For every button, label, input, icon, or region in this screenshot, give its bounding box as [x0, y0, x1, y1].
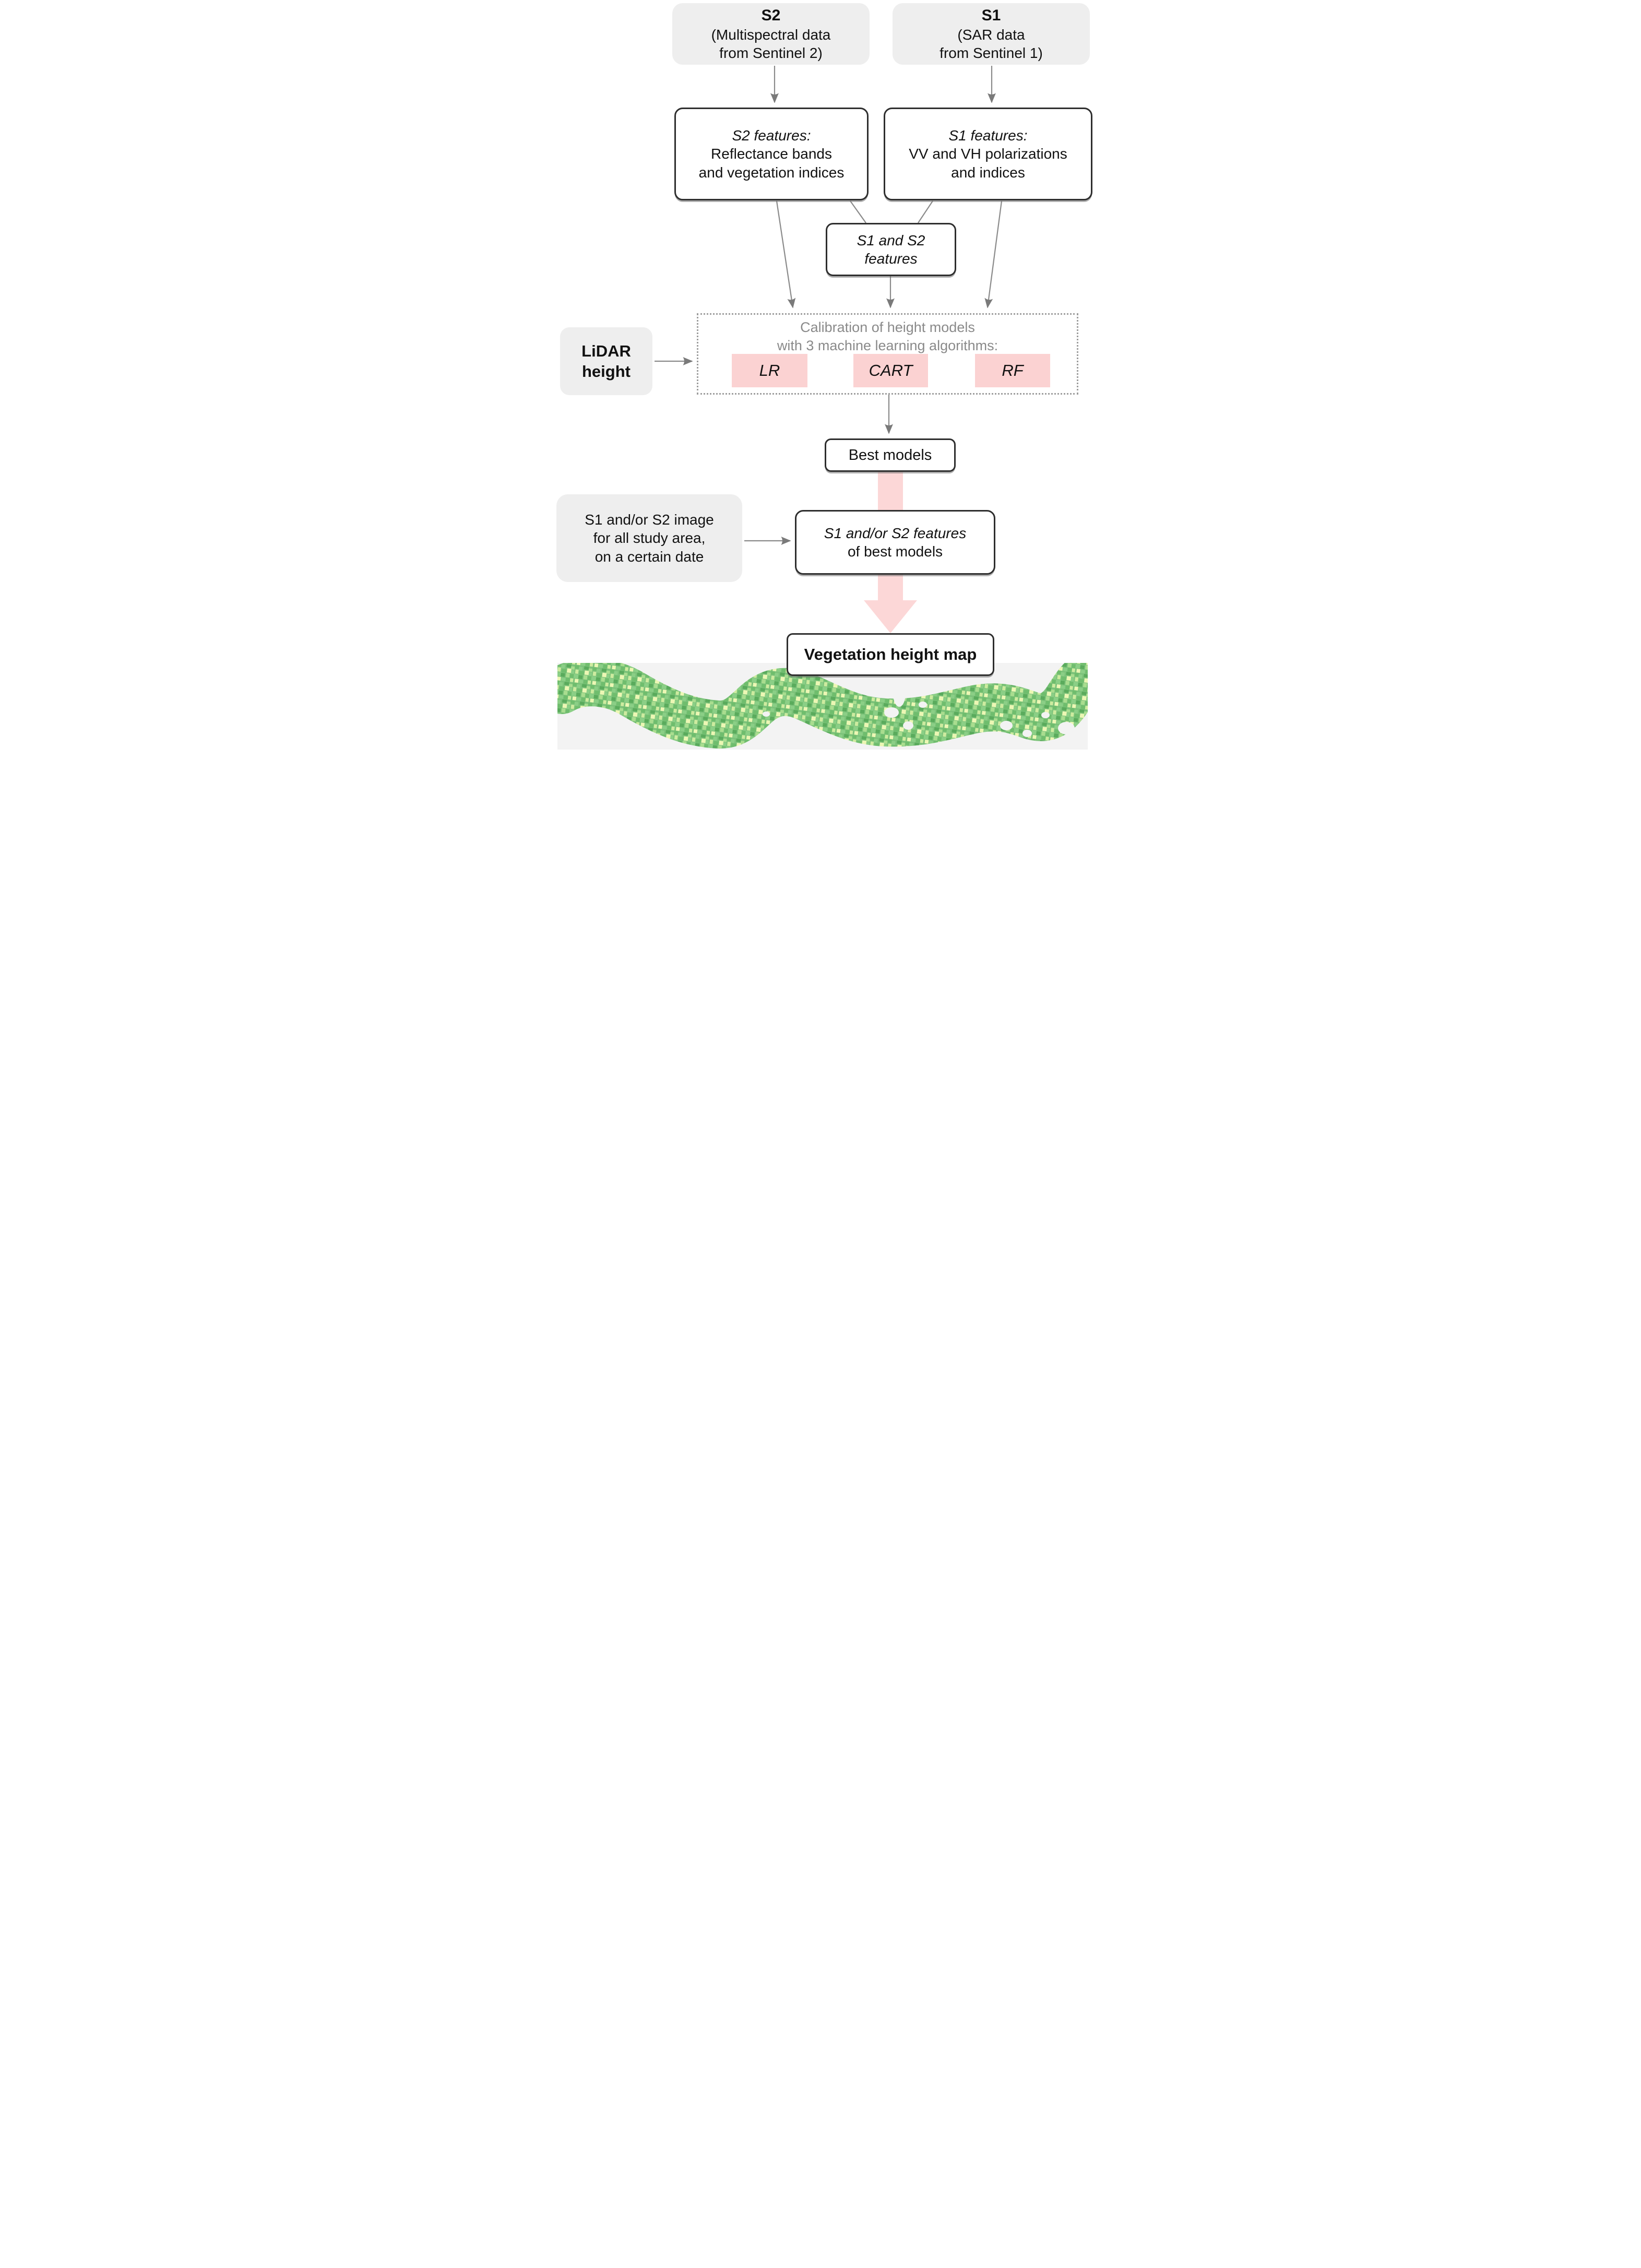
algorithm-box-lr: LR	[732, 354, 807, 387]
s1s2-features-line: S1 and S2	[857, 232, 925, 248]
apply-input-line: for all study area,	[593, 530, 706, 547]
s1-source-box: S1 (SAR data from Sentinel 1)	[893, 3, 1090, 65]
s1-source-line: (SAR data	[957, 26, 1025, 43]
apply-features-line: of best models	[847, 543, 943, 560]
apply-input-box: S1 and/or S2 image for all study area, o…	[556, 494, 742, 582]
algorithm-label: CART	[869, 361, 913, 379]
connector-s1features-to-s1s2	[918, 200, 933, 223]
calibration-line: Calibration of height models	[800, 319, 975, 335]
output-label: Vegetation height map	[804, 645, 977, 664]
connector-s2features-to-calibration	[776, 200, 796, 308]
calibration-text: Calibration of height models with 3 mach…	[702, 319, 1073, 354]
s2-features-line: Reflectance bands	[711, 146, 832, 162]
s2-features-box: S2 features: Reflectance bands and veget…	[674, 108, 869, 200]
connector-s1features-to-calibration	[984, 200, 1003, 308]
s1-source-line: from Sentinel 1)	[940, 44, 1043, 61]
map-unmapped-gaps	[763, 680, 1075, 737]
s2-source-line: (Multispectral data	[711, 26, 831, 43]
lidar-height-box: LiDAR height	[560, 327, 652, 395]
apply-input-line: S1 and/or S2 image	[585, 512, 714, 528]
s2-source-title: S2	[761, 6, 781, 24]
s2-features-line: and vegetation indices	[698, 164, 845, 181]
s2-source-box: S2 (Multispectral data from Sentinel 2)	[672, 3, 870, 65]
calibration-box	[697, 313, 1078, 395]
flow-diagram: S2 (Multispectral data from Sentinel 2) …	[547, 0, 1094, 756]
lidar-line: LiDAR	[581, 341, 631, 360]
s1-features-line: and indices	[951, 164, 1025, 181]
s2-features-title: S2 features:	[732, 127, 811, 144]
lidar-line: height	[582, 362, 631, 381]
calibration-line: with 3 machine learning algorithms:	[777, 338, 998, 353]
s1s2-features-line: features	[864, 251, 918, 267]
s1-features-line: VV and VH polarizations	[909, 146, 1067, 162]
apply-input-line: on a certain date	[594, 548, 704, 565]
algorithm-label: RF	[1002, 361, 1024, 379]
s1-source-title: S1	[981, 6, 1001, 24]
connector-s2features-to-s1s2	[850, 200, 866, 223]
s1-features-box: S1 features: VV and VH polarizations and…	[884, 108, 1092, 200]
s1s2-features-box: S1 and S2 features	[826, 223, 956, 276]
algorithm-label: LR	[759, 361, 780, 379]
s1-features-title: S1 features:	[948, 127, 1028, 144]
apply-features-title: S1 and/or S2 features	[824, 525, 967, 541]
output-box: Vegetation height map	[787, 633, 994, 676]
vegetation-strip	[557, 663, 1088, 749]
best-models-label: Best models	[848, 446, 932, 464]
s2-source-line: from Sentinel 2)	[719, 44, 823, 61]
apply-features-box: S1 and/or S2 features of best models	[795, 510, 995, 575]
algorithm-box-cart: CART	[853, 354, 928, 387]
best-models-box: Best models	[825, 438, 956, 472]
algorithm-box-rf: RF	[975, 354, 1050, 387]
